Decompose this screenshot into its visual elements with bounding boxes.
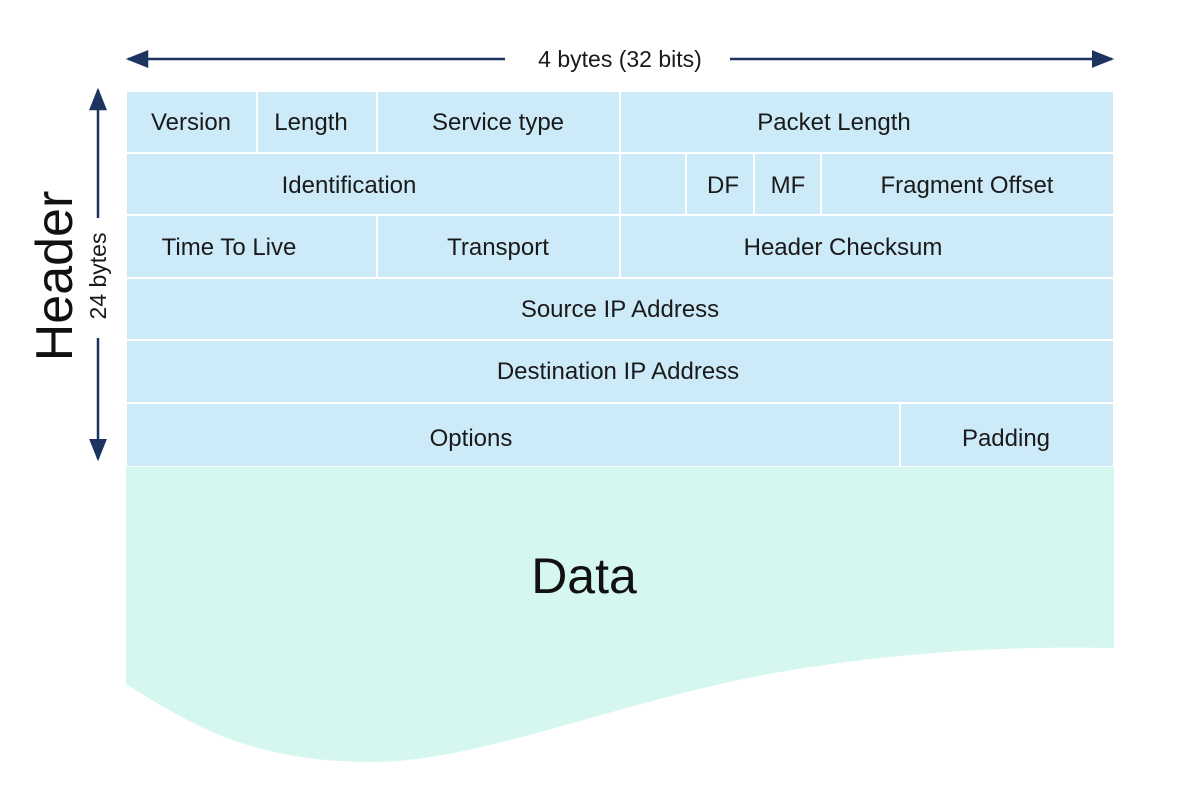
data-label: Data bbox=[531, 548, 637, 604]
width-dimension: 4 bytes (32 bits) bbox=[125, 46, 1115, 72]
height-label: 24 bytes bbox=[85, 233, 111, 320]
label-packet-length: Packet Length bbox=[757, 109, 910, 136]
label-transport: Transport bbox=[447, 234, 549, 261]
label-version: Version bbox=[151, 109, 231, 136]
field-fragment-offset bbox=[820, 152, 1115, 216]
label-time-to-live: Time To Live bbox=[162, 234, 297, 261]
label-length: Length bbox=[274, 109, 347, 136]
field-df bbox=[685, 152, 755, 216]
field-identification bbox=[125, 152, 621, 216]
label-df: DF bbox=[707, 172, 739, 199]
field-source-ip bbox=[125, 277, 1115, 341]
field-padding bbox=[899, 402, 1115, 468]
label-service-type: Service type bbox=[432, 109, 564, 136]
field-service-type bbox=[376, 90, 621, 154]
field-packet-length bbox=[619, 90, 1115, 154]
header-label: Header bbox=[26, 191, 84, 362]
field-header-checksum bbox=[619, 214, 1115, 279]
header-grid: Version Length Service type Packet Lengt… bbox=[125, 90, 1115, 468]
height-dimension: 24 bytes bbox=[85, 87, 111, 462]
data-area bbox=[126, 467, 1114, 762]
field-time-to-live bbox=[125, 214, 378, 279]
width-label: 4 bytes (32 bits) bbox=[538, 46, 702, 72]
label-mf: MF bbox=[771, 172, 806, 199]
label-source-ip: Source IP Address bbox=[521, 296, 719, 323]
field-version bbox=[125, 90, 258, 154]
field-flag-reserved bbox=[619, 152, 687, 216]
label-header-checksum: Header Checksum bbox=[744, 234, 943, 261]
label-fragment-offset: Fragment Offset bbox=[881, 172, 1054, 199]
label-identification: Identification bbox=[282, 172, 417, 199]
data-region: Data bbox=[126, 467, 1114, 762]
field-options bbox=[125, 402, 901, 468]
label-destination-ip: Destination IP Address bbox=[497, 358, 739, 385]
label-padding: Padding bbox=[962, 425, 1050, 452]
label-options: Options bbox=[430, 425, 513, 452]
field-transport bbox=[376, 214, 621, 279]
